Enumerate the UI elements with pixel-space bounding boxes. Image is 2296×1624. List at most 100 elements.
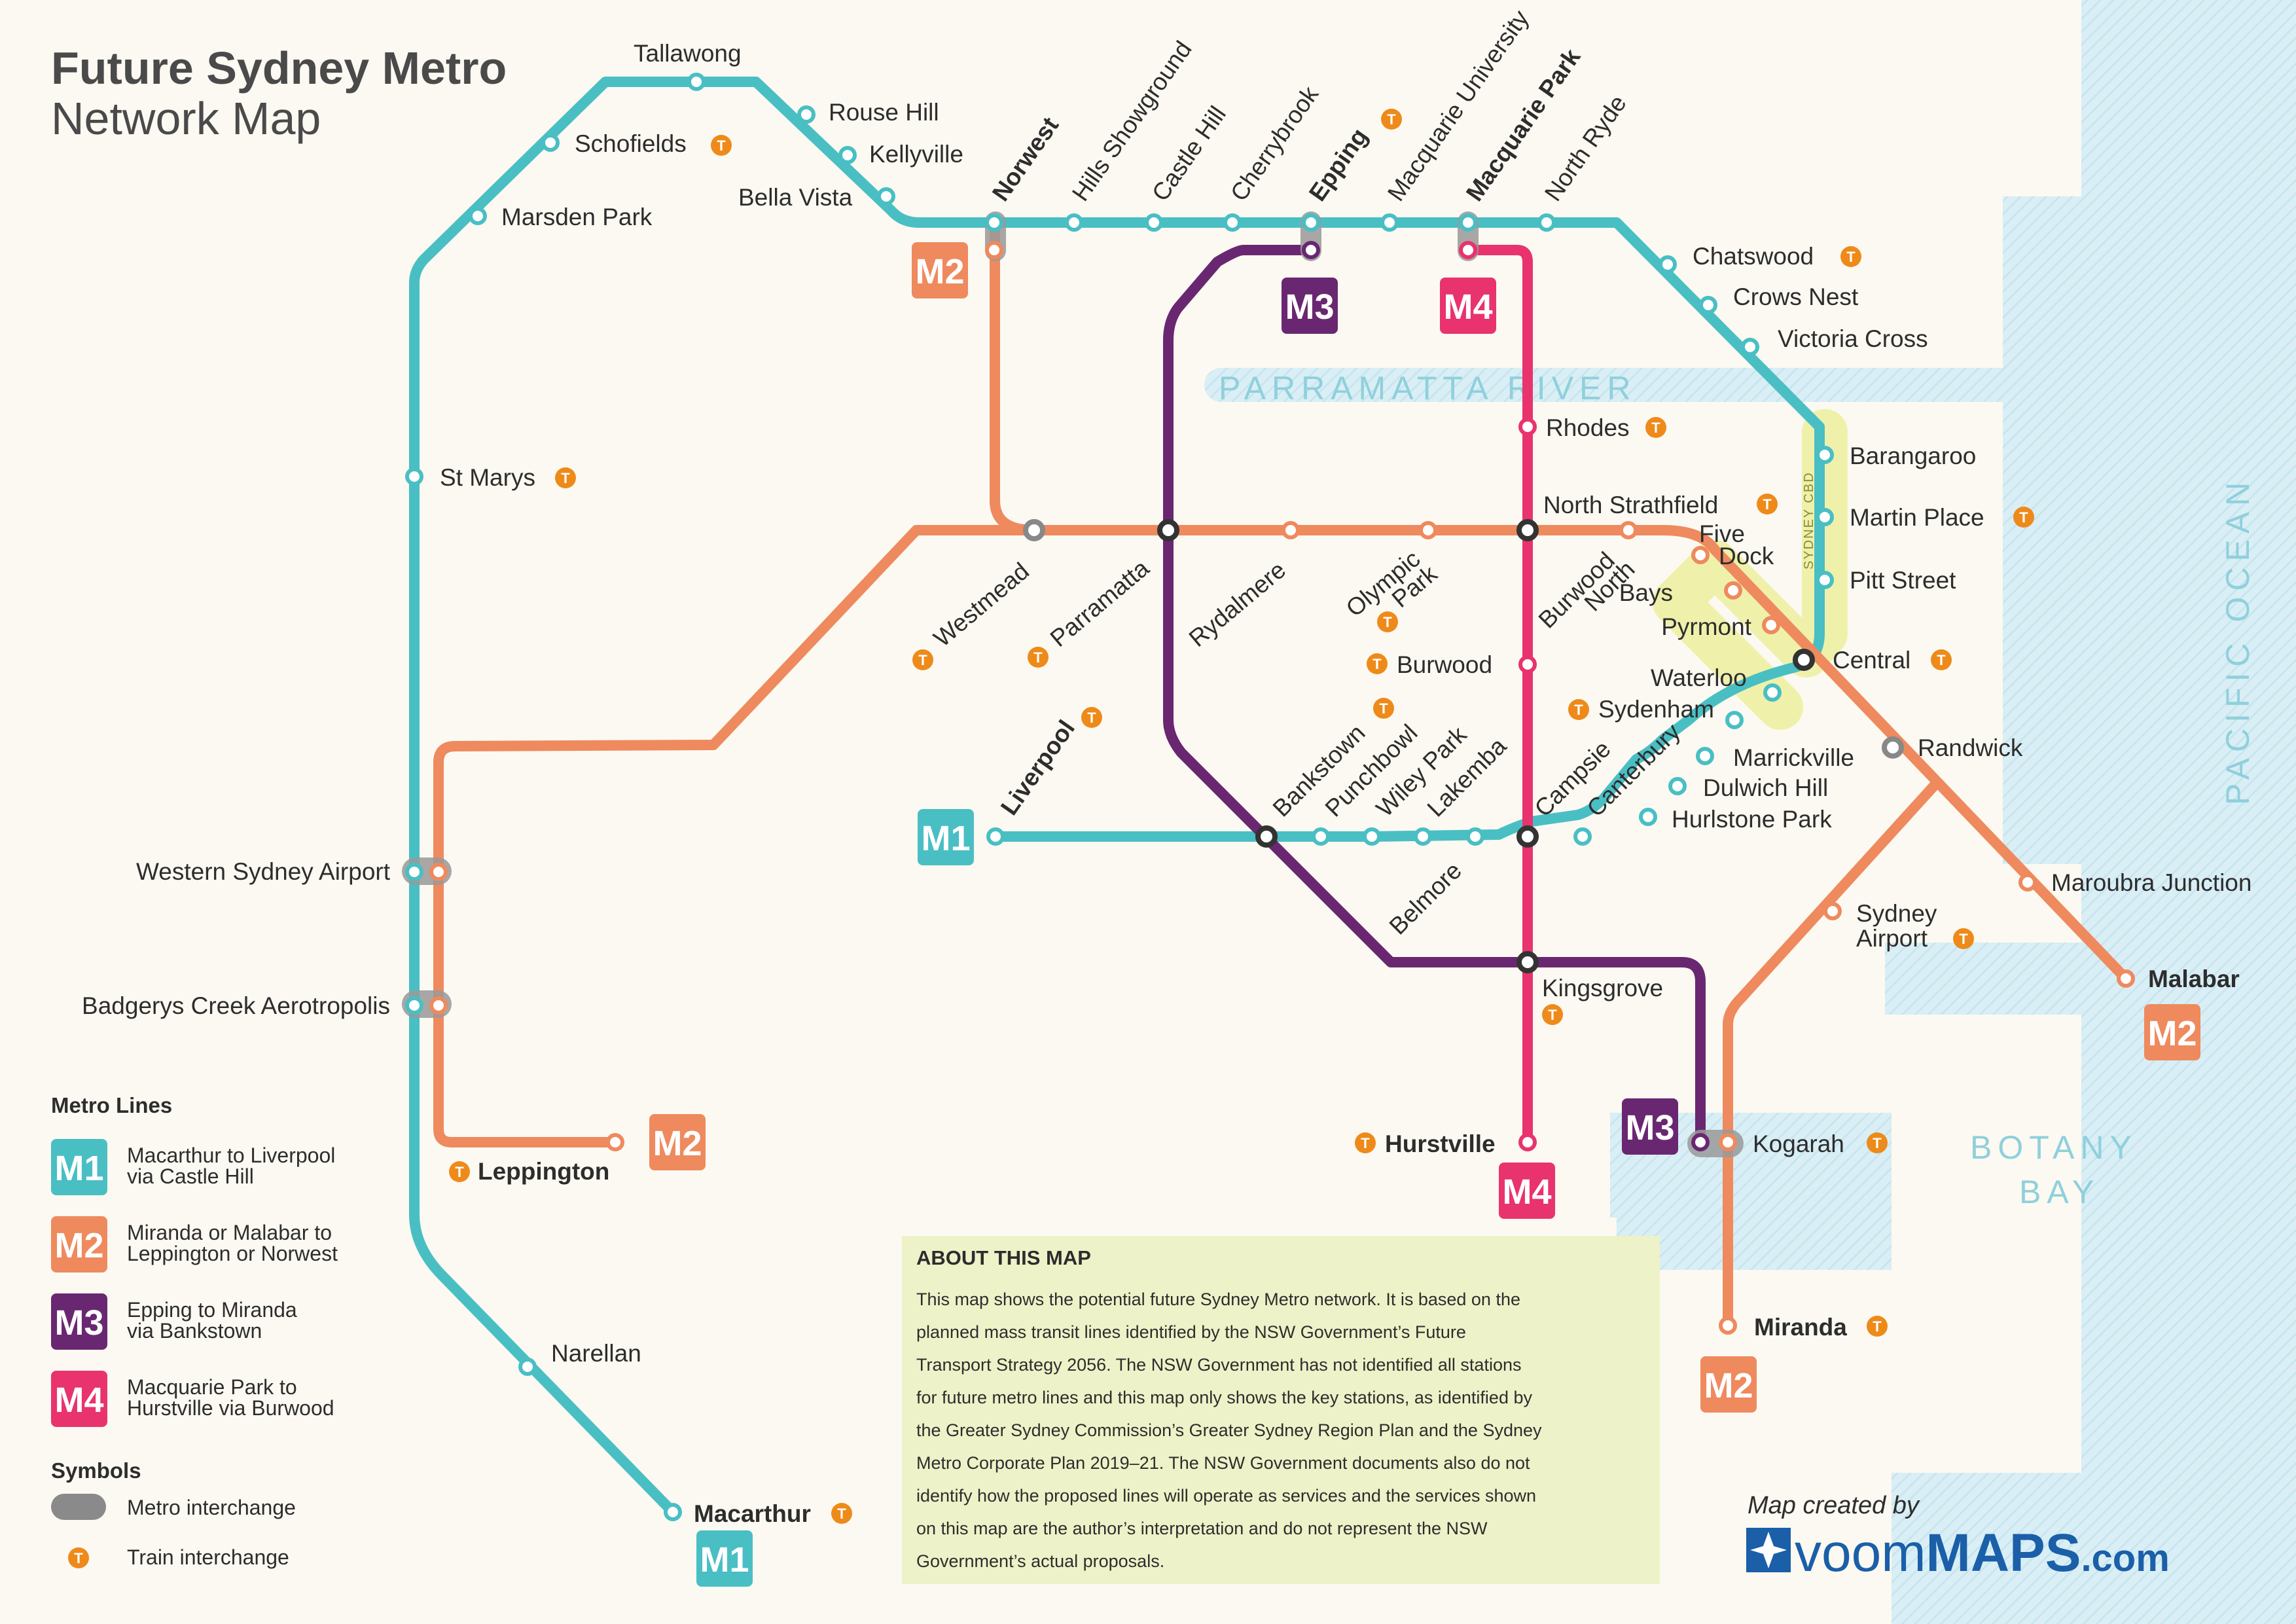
botany-bay-label-2: BAY: [2019, 1174, 2100, 1210]
station-waterloo: Waterloo: [1651, 664, 1747, 691]
svg-text:T: T: [1548, 1007, 1557, 1023]
credit-label: Map created by: [1748, 1492, 1920, 1519]
legend: Metro Lines M1 Macarthur to Liverpool vi…: [51, 1093, 338, 1569]
station-kogarah: Kogarah: [1753, 1130, 1844, 1157]
station-kingsgrove: Kingsgrove: [1542, 975, 1663, 1001]
legend-item-m4: M4 Macquarie Park to Hurstville via Burw…: [51, 1371, 334, 1427]
svg-text:T: T: [1763, 496, 1772, 513]
station-schofields: Schofields: [575, 130, 687, 157]
station-pitt-street: Pitt Street: [1850, 567, 1956, 594]
station-leppington: Leppington: [478, 1158, 609, 1185]
station-pyrmont: Pyrmont: [1661, 613, 1751, 640]
station-kellyville: Kellyville: [869, 141, 963, 168]
station-tallawong: Tallawong: [634, 40, 742, 67]
svg-text:M3: M3: [54, 1303, 103, 1343]
train-icon: T: [1931, 649, 1952, 670]
svg-text:M3: M3: [1285, 287, 1334, 327]
svg-text:via Bankstown: via Bankstown: [127, 1319, 262, 1343]
station-rouse-hill: Rouse Hill: [829, 99, 939, 126]
station-bella-vista: Bella Vista: [738, 184, 853, 211]
sydney-cbd-label: SYDNEY CBD: [1802, 471, 1816, 569]
train-icon: T: [555, 467, 576, 488]
train-icon: T: [1568, 699, 1589, 720]
credit: Map created by voomMAPS.com: [1746, 1492, 2170, 1583]
badge-m4-macquarie-park: M4: [1440, 278, 1496, 334]
station-north-strathfield: North Strathfield: [1543, 492, 1718, 518]
svg-text:M2: M2: [915, 252, 964, 291]
train-icon: T: [711, 135, 732, 156]
about-line: This map shows the potential future Sydn…: [916, 1290, 1520, 1309]
station-sydney-airport-2: Airport: [1856, 925, 1928, 952]
station-barangaroo: Barangaroo: [1850, 442, 1976, 469]
badge-m3-epping: M3: [1282, 278, 1338, 334]
svg-text:Macarthur to Liverpool: Macarthur to Liverpool: [127, 1144, 335, 1167]
metro-lines: [409, 77, 2131, 1517]
station-belmore: Belmore: [1384, 857, 1467, 939]
train-icon: T: [1840, 246, 1861, 267]
train-icon: T: [1381, 109, 1402, 130]
compass-icon: [1746, 1528, 1791, 1572]
about-line: planned mass transit lines identified by…: [916, 1322, 1466, 1342]
train-icon: T: [1953, 928, 1974, 949]
svg-text:M4: M4: [1502, 1172, 1551, 1212]
train-icon: T: [912, 649, 933, 670]
svg-text:T: T: [1873, 1318, 1882, 1335]
svg-text:T: T: [1087, 710, 1096, 726]
train-icon: T: [1355, 1132, 1376, 1153]
line-m2: [433, 221, 2131, 1331]
about-line: on this map are the author’s interpretat…: [916, 1519, 1488, 1538]
svg-text:T: T: [2019, 509, 2028, 526]
train-icon: T: [2013, 507, 2034, 528]
svg-text:Leppington or Norwest: Leppington or Norwest: [127, 1242, 338, 1265]
station-hurlstone-park: Hurlstone Park: [1672, 806, 1832, 833]
station-five-dock-1: Five: [1699, 520, 1745, 547]
credit-brand: voomMAPS.com: [1795, 1523, 2170, 1583]
station-burwood: Burwood: [1397, 651, 1492, 678]
line-m1: [409, 77, 1825, 1517]
badge-m4-hurstville: M4: [1499, 1163, 1555, 1219]
train-icon: T: [1867, 1132, 1888, 1153]
train-icon: T: [1367, 653, 1388, 674]
badge-m3-kogarah: M3: [1622, 1098, 1678, 1155]
station-macarthur: Macarthur: [694, 1500, 811, 1527]
station-malabar: Malabar: [2148, 965, 2240, 992]
svg-text:T: T: [455, 1164, 464, 1180]
station-sydenham: Sydenham: [1598, 696, 1714, 723]
svg-text:Epping to Miranda: Epping to Miranda: [127, 1298, 297, 1322]
svg-text:T: T: [1937, 652, 1946, 668]
train-icon: T: [1081, 707, 1102, 728]
badge-m1-macarthur: M1: [696, 1530, 753, 1587]
svg-text:M1: M1: [54, 1149, 103, 1188]
station-bays: Bays: [1619, 579, 1673, 606]
station-rhodes: Rhodes: [1546, 414, 1630, 441]
train-icon: T: [1373, 698, 1394, 719]
svg-text:T: T: [1372, 656, 1382, 672]
legend-item-m2: M2 Miranda or Malabar to Leppington or N…: [51, 1216, 338, 1272]
legend-item-m3: M3 Epping to Miranda via Bankstown: [51, 1293, 297, 1350]
pacific-ocean-label: PACIFIC OCEAN: [2219, 477, 2256, 805]
station-castle-hill: Castle Hill: [1147, 101, 1231, 206]
station-north-ryde: North Ryde: [1539, 90, 1632, 206]
badge-m2-malabar: M2: [2144, 1004, 2200, 1060]
about-box: ABOUT THIS MAP This map shows the potent…: [902, 1236, 1660, 1584]
legend-heading: Metro Lines: [51, 1093, 172, 1117]
station-western-sydney-airport: Western Sydney Airport: [136, 858, 391, 885]
svg-text:T: T: [1383, 614, 1392, 630]
svg-text:Hurstville via Burwood: Hurstville via Burwood: [127, 1396, 334, 1420]
svg-text:T: T: [1387, 111, 1396, 128]
map-subtitle: Network Map: [51, 93, 321, 144]
about-line: Government’s actual proposals.: [916, 1551, 1164, 1571]
station-chatswood: Chatswood: [1693, 243, 1814, 270]
svg-text:T: T: [1846, 249, 1856, 265]
svg-text:T: T: [918, 652, 927, 668]
botany-bay-label-1: BOTANY: [1970, 1129, 2138, 1166]
svg-text:M4: M4: [1443, 287, 1492, 327]
svg-text:T: T: [1033, 649, 1043, 666]
legend-item-m1: M1 Macarthur to Liverpool via Castle Hil…: [51, 1139, 335, 1195]
svg-text:T: T: [717, 137, 726, 154]
line-m3: [1163, 245, 1706, 1147]
train-icon: T: [831, 1503, 852, 1524]
station-maroubra-junction: Maroubra Junction: [2051, 869, 2251, 896]
station-martin-place: Martin Place: [1850, 504, 1984, 531]
train-interchange-label: Train interchange: [127, 1545, 289, 1569]
